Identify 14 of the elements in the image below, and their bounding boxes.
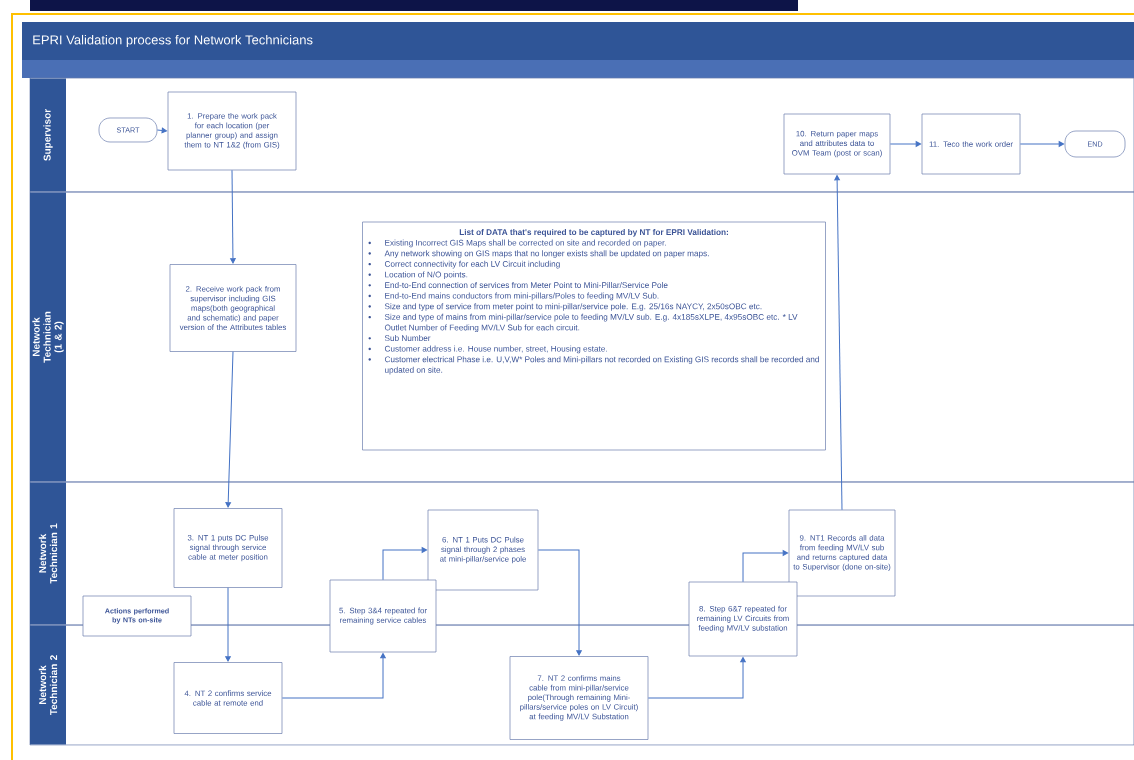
arrow [647, 657, 746, 699]
arrow [382, 547, 428, 581]
arrow [1019, 141, 1065, 147]
arrow [834, 174, 843, 511]
title-band: EPRI Validation process for Network Technicians [22, 22, 1134, 60]
arrow [156, 127, 168, 134]
data-list-box: List of DATA that's required to be captured by NT for EPRI Validation: Existing Incorrect GIS Maps shall be corrected on site and recorded on paper. Any network showing on GIS maps that no longer exists shall be updated on paper maps. Correct connectivity for each LV Circuit including Location of N/O points. End-to-End connection of services from Meter Point to Mini-Pillar/Service Pole End-to-End mains conductors from mini-pillars/Poles to feeding MV/LV Sub. Size and type of service from meter point to mini-pillar/service pole. E.g. 25/16s NAYCY, 2x50sOBC etc. Size and type of mains from mini-pillar/service pole to feeding MV/LV sub. E.g. 4x185sXLPE, 4x95sOBC etc. * LV Outlet Number of Feeding MV/LV Sub for each circuit. Sub Number Customer address i.e. House number, street, Housing estate. Customer electrical Phase i.e. U,V,W* Poles and Mini-pillars not recorded on Existing GIS records shall be recorded and updated on site. [362, 221, 826, 451]
arrow [225, 351, 234, 508]
arrow [230, 169, 236, 264]
arrow [225, 587, 231, 662]
arrow [537, 549, 582, 656]
arrow [281, 653, 386, 699]
arrow [889, 141, 922, 147]
arrow [742, 550, 789, 583]
